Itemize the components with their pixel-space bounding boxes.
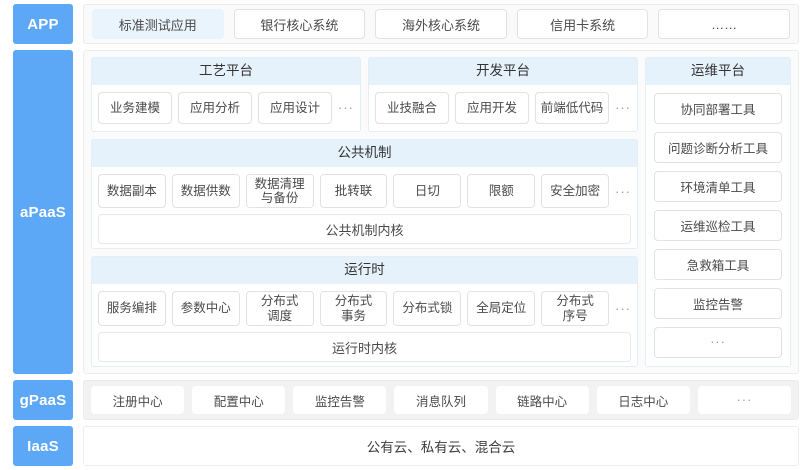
- apaas-content: 工艺平台 业务建模 应用分析 应用设计 ··· 开发平台: [83, 50, 799, 374]
- panel-title-craft-platform: 工艺平台: [92, 58, 360, 85]
- panel-craft-platform: 工艺平台 业务建模 应用分析 应用设计 ···: [91, 57, 361, 132]
- panel-dev-platform: 开发平台 业技融合 应用开发 前端低代码 ···: [368, 57, 638, 132]
- chip-distributed-lock[interactable]: 分布式锁: [393, 291, 462, 327]
- ops-chip-ops-inspection-tool[interactable]: 运维巡检工具: [654, 209, 782, 241]
- gpaas-tile-log-center[interactable]: 日志中心: [596, 386, 690, 414]
- chip-quota[interactable]: 限额: [467, 173, 536, 209]
- chip-distributed-scheduling[interactable]: 分布式 调度: [245, 291, 314, 327]
- ops-chip-environment-inventory-tool[interactable]: 环境清单工具: [654, 170, 782, 202]
- more-dots-common-mechanism[interactable]: ···: [615, 183, 632, 199]
- app-tile-more[interactable]: ……: [658, 9, 790, 39]
- chip-batch-transfer[interactable]: 批转联: [319, 173, 388, 209]
- more-dots-runtime[interactable]: ···: [615, 301, 632, 317]
- layer-gpaas: gPaaS 注册中心 配置中心 监控告警 消息队列 链路中心 日志中心 ···: [13, 380, 799, 420]
- panel-body-dev-platform: 业技融合 应用开发 前端低代码 ···: [369, 85, 637, 131]
- panel-title-dev-platform: 开发平台: [369, 58, 637, 85]
- apaas-top-platforms: 工艺平台 业务建模 应用分析 应用设计 ··· 开发平台: [91, 57, 638, 132]
- ops-chip-more[interactable]: ···: [654, 326, 782, 358]
- gpaas-tile-config-center[interactable]: 配置中心: [192, 386, 286, 414]
- ops-chip-monitoring-alarm[interactable]: 监控告警: [654, 287, 782, 319]
- panel-body-common-mechanism: 数据副本 数据供数 数据清理 与备份 批转联 日切 限额 安全加密 ··· 公共…: [92, 167, 637, 249]
- panel-runtime: 运行时 服务编排 参数中心 分布式 调度 分布式 事务 分布式锁 全局定位 分布…: [91, 256, 638, 367]
- gpaas-tile-registry-center[interactable]: 注册中心: [91, 386, 185, 414]
- panel-title-runtime: 运行时: [92, 257, 637, 285]
- ops-chip-first-aid-kit-tool[interactable]: 急救箱工具: [654, 248, 782, 280]
- apaas-right-column: 运维平台 协同部署工具 问题诊断分析工具 环境清单工具 运维巡检工具 急救箱工具…: [645, 57, 791, 367]
- panel-body-ops-platform: 协同部署工具 问题诊断分析工具 环境清单工具 运维巡检工具 急救箱工具 监控告警…: [646, 85, 790, 366]
- gpaas-tile-message-queue[interactable]: 消息队列: [394, 386, 488, 414]
- app-item-list: 标准测试应用 银行核心系统 海外核心系统 信用卡系统 ……: [83, 4, 799, 44]
- chip-data-replica[interactable]: 数据副本: [98, 173, 166, 209]
- apaas-left-column: 工艺平台 业务建模 应用分析 应用设计 ··· 开发平台: [91, 57, 638, 367]
- layer-tag-iaas: IaaS: [13, 426, 73, 466]
- chip-parameter-center[interactable]: 参数中心: [171, 291, 240, 327]
- chip-distributed-sequence[interactable]: 分布式 序号: [541, 291, 610, 327]
- ops-chip-problem-diagnosis-tool[interactable]: 问题诊断分析工具: [654, 131, 782, 163]
- panel-body-craft-platform: 业务建模 应用分析 应用设计 ···: [92, 85, 360, 131]
- gpaas-tile-monitoring-alarm[interactable]: 监控告警: [293, 386, 387, 414]
- chip-row-dev: 业技融合 应用开发 前端低代码 ···: [375, 91, 631, 124]
- kernel-bar-runtime[interactable]: 运行时内核: [98, 332, 631, 363]
- chip-app-design[interactable]: 应用设计: [258, 91, 332, 124]
- app-tile-credit-card[interactable]: 信用卡系统: [516, 9, 649, 39]
- panel-title-ops-platform: 运维平台: [646, 58, 790, 85]
- chip-distributed-transaction[interactable]: 分布式 事务: [319, 291, 388, 327]
- chip-data-cleanup-backup[interactable]: 数据清理 与备份: [245, 173, 314, 209]
- app-tile-standard-test[interactable]: 标准测试应用: [92, 9, 224, 39]
- panel-title-common-mechanism: 公共机制: [92, 139, 637, 167]
- layer-tag-apaas: aPaaS: [13, 50, 73, 374]
- chip-business-modeling[interactable]: 业务建模: [98, 91, 172, 124]
- layer-apaas: aPaaS 工艺平台 业务建模 应用分析 应用设计 ···: [13, 50, 799, 374]
- ops-chip-collaborative-deploy-tool[interactable]: 协同部署工具: [654, 92, 782, 124]
- chip-frontend-lowcode[interactable]: 前端低代码: [535, 91, 609, 124]
- chip-business-tech-fusion[interactable]: 业技融合: [375, 91, 449, 124]
- layer-tag-app: APP: [13, 4, 73, 44]
- chip-data-supply[interactable]: 数据供数: [171, 173, 240, 209]
- chip-global-positioning[interactable]: 全局定位: [467, 291, 536, 327]
- kernel-bar-common-mechanism[interactable]: 公共机制内核: [98, 214, 631, 245]
- layer-iaas: IaaS 公有云、私有云、混合云: [13, 426, 799, 466]
- chip-row-craft: 业务建模 应用分析 应用设计 ···: [98, 91, 354, 124]
- panel-ops-platform: 运维平台 协同部署工具 问题诊断分析工具 环境清单工具 运维巡检工具 急救箱工具…: [645, 57, 791, 367]
- layer-app: APP 标准测试应用 银行核心系统 海外核心系统 信用卡系统 ……: [13, 4, 799, 44]
- gpaas-tile-trace-center[interactable]: 链路中心: [495, 386, 589, 414]
- panel-common-mechanism: 公共机制 数据副本 数据供数 数据清理 与备份 批转联 日切 限额 安全加密 ·…: [91, 138, 638, 250]
- chip-security-encryption[interactable]: 安全加密: [541, 173, 610, 209]
- gpaas-item-list: 注册中心 配置中心 监控告警 消息队列 链路中心 日志中心 ···: [83, 380, 799, 420]
- iaas-content: 公有云、私有云、混合云: [83, 426, 799, 466]
- chip-app-development[interactable]: 应用开发: [455, 91, 529, 124]
- layer-tag-gpaas: gPaaS: [13, 380, 73, 420]
- app-tile-bank-core[interactable]: 银行核心系统: [233, 9, 366, 39]
- chip-service-orchestration[interactable]: 服务编排: [98, 291, 166, 327]
- more-dots-dev[interactable]: ···: [615, 100, 631, 116]
- chip-daily-cutoff[interactable]: 日切: [393, 173, 462, 209]
- chip-row-runtime: 服务编排 参数中心 分布式 调度 分布式 事务 分布式锁 全局定位 分布式 序号…: [98, 291, 632, 327]
- gpaas-tile-more[interactable]: ···: [697, 386, 791, 414]
- chip-app-analysis[interactable]: 应用分析: [178, 91, 252, 124]
- chip-row-common-mechanism: 数据副本 数据供数 数据清理 与备份 批转联 日切 限额 安全加密 ···: [98, 173, 632, 209]
- app-tile-overseas-core[interactable]: 海外核心系统: [375, 9, 507, 39]
- more-dots-craft[interactable]: ···: [338, 100, 354, 116]
- panel-body-runtime: 服务编排 参数中心 分布式 调度 分布式 事务 分布式锁 全局定位 分布式 序号…: [92, 284, 637, 366]
